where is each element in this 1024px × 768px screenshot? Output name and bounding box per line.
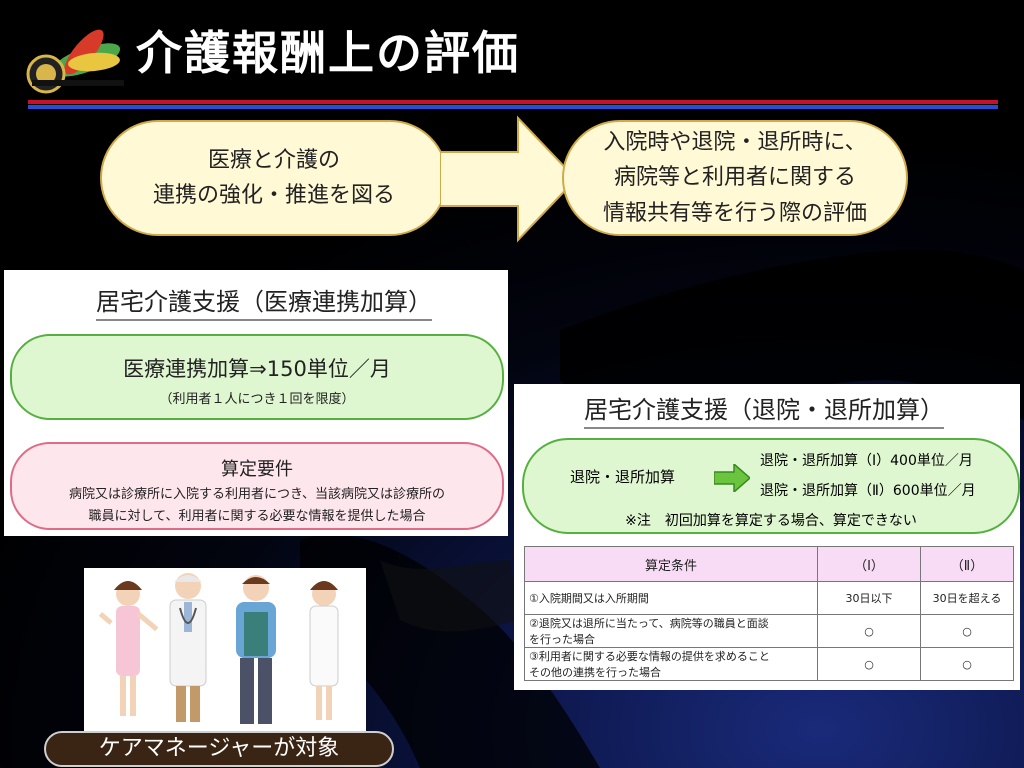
requirements-line-1: 病院又は診療所に入院する利用者につき、当該病院又は診療所の [68, 487, 446, 502]
requirements-box: 算定要件 病院又は診療所に入院する利用者につき、当該病院又は診療所の 職員に対し… [10, 442, 504, 530]
table-cell: ○ [817, 614, 921, 648]
discharge-addition-panel: 居宅介護支援（退院・退所加算） 退院・退所加算 退院・退所加算（Ⅰ）400単位／… [514, 384, 1020, 690]
table-cell: 30日以下 [817, 581, 921, 615]
condition-text: その他の連携を行った場合 [529, 666, 661, 679]
medical-coordination-panel: 居宅介護支援（医療連携加算） 医療連携加算⇒150単位／月 （利用者１人につき１… [4, 270, 508, 536]
goal-pill: 医療と介護の 連携の強化・推進を図る [100, 120, 448, 236]
evaluation-line-2: 病院等と利用者に関する [613, 165, 856, 191]
table-cell: 30日を超える [920, 581, 1014, 615]
table-row: ②退院又は退所に当たって、病院等の職員と面談 を行った場合 ○ ○ [524, 614, 1014, 648]
table-row: ③利用者に関する必要な情報の提供を求めること その他の連携を行った場合 ○ ○ [524, 647, 1014, 681]
condition-text: ②退院又は退所に当たって、病院等の職員と面談 [529, 617, 769, 630]
right-arrow-icon [440, 115, 578, 243]
goal-line-2: 連携の強化・推進を図る [152, 183, 395, 208]
page-title: 介護報酬上の評価 [136, 26, 520, 80]
discharge-note: ※注 初回加算を算定する場合、算定できない [625, 513, 917, 529]
table-header: 算定条件 [524, 546, 818, 582]
hand-silhouette-3 [380, 560, 520, 632]
title-divider-blue [28, 105, 998, 109]
panel-heading: 居宅介護支援（医療連携加算） [96, 282, 432, 321]
hand-silhouette-2 [300, 534, 600, 768]
care-team-illustration [84, 568, 366, 732]
discharge-addition-box: 退院・退所加算 退院・退所加算（Ⅰ）400単位／月 退院・退所加算（Ⅱ）600単… [522, 438, 1020, 534]
panel-heading: 居宅介護支援（退院・退所加算） [584, 390, 944, 429]
evaluation-line-1: 入院時や退院・退所時に、 [603, 130, 867, 156]
target-caption: ケアマネージャーが対象 [44, 731, 394, 767]
table-cell-condition: ②退院又は退所に当たって、病院等の職員と面談 を行った場合 [524, 614, 818, 648]
table-header-row: 算定条件 （Ⅰ） （Ⅱ） [524, 546, 1014, 582]
discharge-item-2: 退院・退所加算（Ⅱ）600単位／月 [760, 483, 976, 499]
addition-main: 医療連携加算⇒150単位／月 [123, 357, 391, 381]
table-cell-condition: ①入院期間又は入所期間 [524, 581, 818, 615]
logo-icon [26, 29, 124, 94]
table-cell: ○ [817, 647, 921, 681]
right-arrow-icon [714, 464, 750, 492]
conditions-table: 算定条件 （Ⅰ） （Ⅱ） ①入院期間又は入所期間 30日以下 30日を超える ②… [524, 546, 1014, 681]
requirements-text: 病院又は診療所に入院する利用者につき、当該病院又は診療所の 職員に対して、利用者… [12, 484, 502, 528]
evaluation-line-3: 情報共有等を行う際の評価 [602, 200, 867, 226]
table-cell: ○ [920, 614, 1014, 648]
table-row: ①入院期間又は入所期間 30日以下 30日を超える [524, 581, 1014, 615]
table-header: （Ⅰ） [817, 546, 921, 582]
hand-silhouette [560, 249, 1024, 420]
condition-text: ③利用者に関する必要な情報の提供を求めること [529, 650, 770, 663]
table-cell-condition: ③利用者に関する必要な情報の提供を求めること その他の連携を行った場合 [524, 647, 818, 681]
addition-box: 医療連携加算⇒150単位／月 （利用者１人につき１回を限度） [10, 334, 504, 420]
title-divider-red [28, 100, 998, 104]
condition-text: を行った場合 [529, 633, 595, 646]
addition-sub: （利用者１人につき１回を限度） [159, 392, 355, 407]
table-cell: ○ [920, 647, 1014, 681]
condition-text: ①入院期間又は入所期間 [529, 592, 649, 605]
evaluation-pill: 入院時や退院・退所時に、 病院等と利用者に関する 情報共有等を行う際の評価 [562, 120, 908, 236]
requirements-line-2: 職員に対して、利用者に関する必要な情報を提供した場合 [88, 509, 426, 525]
goal-line-1: 医療と介護の [207, 147, 340, 173]
requirements-title: 算定要件 [221, 459, 293, 480]
discharge-label: 退院・退所加算 [570, 468, 676, 486]
discharge-item-1: 退院・退所加算（Ⅰ）400単位／月 [760, 453, 973, 469]
table-header: （Ⅱ） [920, 546, 1014, 582]
